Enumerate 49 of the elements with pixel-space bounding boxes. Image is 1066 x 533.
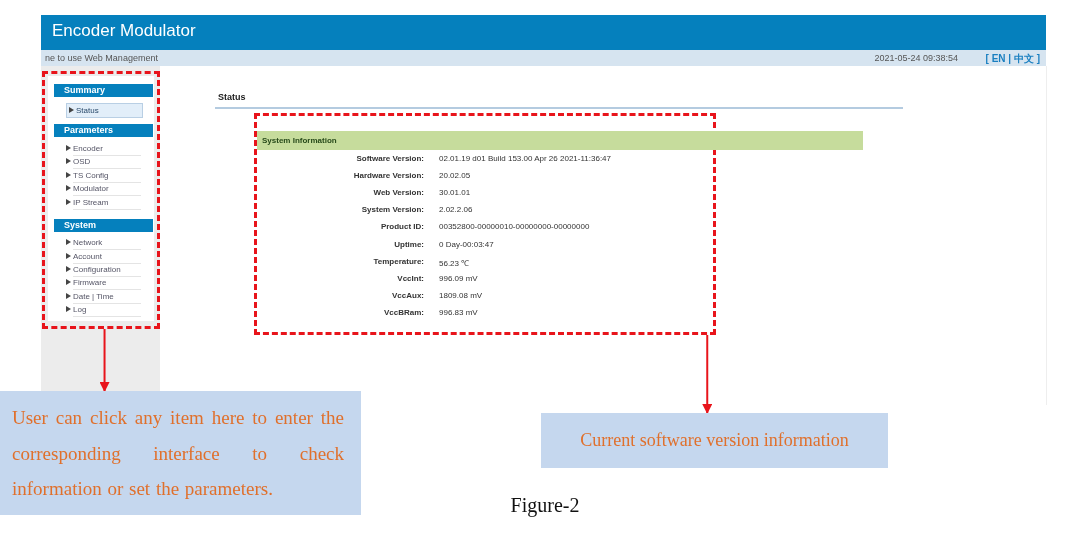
field-value: 996.09 mV [439,273,478,283]
language-switch: [ EN | 中文 ] [985,52,1040,66]
figure-caption: Figure-2 [509,494,581,517]
field-label: Hardware Version: [352,171,424,181]
field-label: System Version: [360,205,424,215]
section-header: System [54,219,153,232]
section-header: System Information [257,131,863,150]
menu-link: OSD [73,156,141,169]
field-value: 02.01.19 d01 Build 153.00 Apr 26 2021-11:36:47 [439,154,611,163]
field-value: 00352800-00000010-00000000-00000000 [439,222,590,232]
field-value: 1809.08 mV [439,290,483,300]
field-label: Web Version: [372,188,424,198]
highlight-frame [42,71,160,329]
menu-link: Date | Time [73,291,141,304]
field-label: Product ID: [379,222,424,232]
section-header: Parameters [54,124,153,137]
field-value: 2.02.2.06 [439,205,473,215]
callout-box: User can click any item here to enter the corresponding interface to check information or set the parameters. [0,391,361,515]
field-value: 56.23 ℃ [439,257,470,268]
menu-link: Network [73,237,141,250]
field-label: Uptime: [393,239,424,249]
callout-box: Current software version information [541,413,888,468]
field-value: 20.02.05 [439,171,471,181]
field-label: VccInt: [396,273,424,283]
header-bar [41,15,1046,50]
field-label: Software Version: [355,154,424,163]
menu-link: IP Stream [73,197,141,210]
field-label: VccBRam: [383,307,424,317]
field-value: 996.83 mV [439,307,478,317]
menu-link: Firmware [73,277,141,290]
menu-link: Account [73,251,141,264]
field-value: 30.01.01 [439,188,471,198]
date-time: 2021-05-24 09:38:54 [874,53,958,63]
status-bar [41,50,1046,66]
field-label: Temperature: [372,256,424,266]
field-label: VccAux: [391,290,424,300]
menu-link: Log [73,304,141,317]
welcome-text: ne to use Web Management [45,53,158,63]
field-value: 0 Day-00:03:47 [439,239,494,249]
arrow [702,334,713,414]
section-header: Summary [54,84,153,97]
menu-item: Status [66,103,143,118]
page-title: Encoder Modulator [52,21,196,41]
menu-link: Encoder [73,143,141,156]
menu-link: Modulator [73,183,141,196]
page-heading: Status [218,92,246,102]
menu-link: Configuration [73,264,141,277]
arrow [99,328,110,392]
menu-link: TS Config [73,170,141,183]
